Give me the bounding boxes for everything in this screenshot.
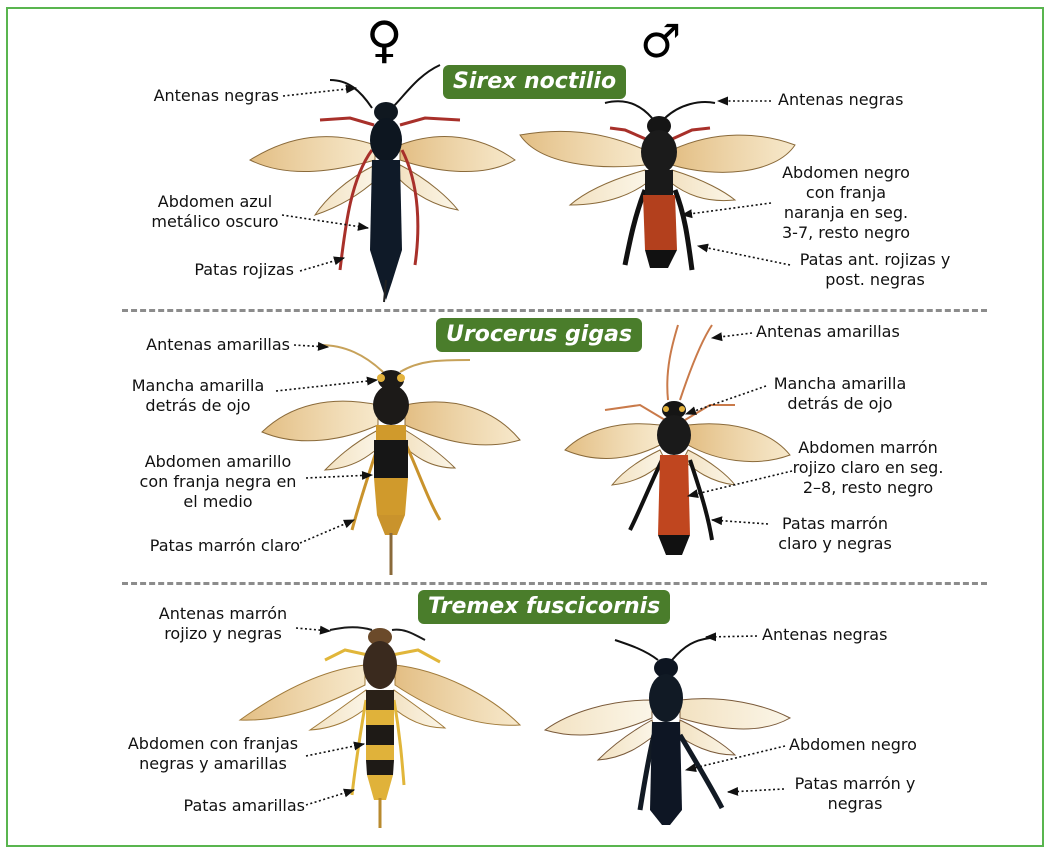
label-tremex-female-antennae: Antenas marrón rojizo y negras — [148, 604, 298, 644]
label-urocerus-male-eye-spot: Mancha amarilla detrás de ojo — [760, 374, 920, 414]
pointer-urocerus-male-antennae — [712, 333, 752, 338]
species-title-sirex: Sirex noctilio — [443, 65, 626, 99]
label-sirex-male-antennae: Antenas negras — [778, 90, 903, 110]
pointer-sirex-male-abdomen — [682, 203, 771, 215]
label-tremex-male-legs: Patas marrón y negras — [780, 774, 930, 814]
pointer-urocerus-female-legs — [300, 520, 354, 543]
pointer-urocerus-female-abdomen — [306, 475, 372, 478]
male-symbol: ♂ — [640, 18, 681, 64]
label-tremex-female-abdomen: Abdomen con franjas negras y amarillas — [118, 734, 308, 774]
sirex-male-specimen — [520, 101, 795, 270]
pointer-sirex-male-legs — [698, 246, 790, 265]
pointer-sirex-female-legs — [300, 258, 344, 271]
label-urocerus-female-legs: Patas marrón claro — [150, 536, 300, 556]
section-separator — [122, 309, 987, 312]
label-urocerus-female-abdomen: Abdomen amarillo con franja negra en el … — [128, 452, 308, 512]
pointer-tremex-male-abdomen — [686, 746, 785, 770]
label-urocerus-female-antennae: Antenas amarillas — [146, 335, 290, 355]
section-separator — [122, 582, 987, 585]
label-sirex-female-abdomen: Abdomen azul metálico oscuro — [140, 192, 290, 232]
label-sirex-female-antennae: Antenas negras — [154, 86, 279, 106]
label-sirex-male-legs: Patas ant. rojizas y post. negras — [790, 250, 960, 290]
pointer-tremex-female-antennae — [296, 628, 330, 631]
label-urocerus-male-legs: Patas marrón claro y negras — [760, 514, 910, 554]
pointer-tremex-male-antennae — [706, 636, 757, 637]
female-symbol: ♀ — [366, 15, 403, 65]
urocerus-male-specimen — [565, 325, 790, 555]
label-urocerus-male-abdomen: Abdomen marrón rojizo claro en seg. 2–8,… — [778, 438, 958, 498]
species-title-tremex: Tremex fuscicornis — [418, 590, 670, 624]
tremex-male-specimen — [545, 638, 790, 825]
wasp-identification-figure: ♀ ♂ Sirex noctilio Urocerus gigas Tremex… — [0, 0, 1051, 830]
species-title-urocerus: Urocerus gigas — [436, 318, 642, 352]
pointer-tremex-male-legs — [728, 789, 784, 792]
pointer-tremex-female-legs — [306, 790, 354, 805]
pointer-tremex-female-abdomen — [306, 744, 364, 756]
pointer-urocerus-female-eye-spot — [276, 380, 377, 391]
label-sirex-female-legs: Patas rojizas — [194, 260, 294, 280]
label-urocerus-female-eye-spot: Mancha amarilla detrás de ojo — [118, 376, 278, 416]
label-tremex-male-abdomen: Abdomen negro — [789, 735, 917, 755]
pointer-sirex-female-antennae — [283, 88, 356, 96]
pointer-urocerus-male-eye-spot — [686, 386, 766, 414]
label-urocerus-male-antennae: Antenas amarillas — [756, 322, 900, 342]
label-sirex-male-abdomen: Abdomen negro con franja naranja en seg.… — [766, 163, 926, 243]
pointer-sirex-female-abdomen — [282, 215, 368, 228]
label-tremex-female-legs: Patas amarillas — [184, 796, 305, 816]
label-tremex-male-antennae: Antenas negras — [762, 625, 887, 645]
